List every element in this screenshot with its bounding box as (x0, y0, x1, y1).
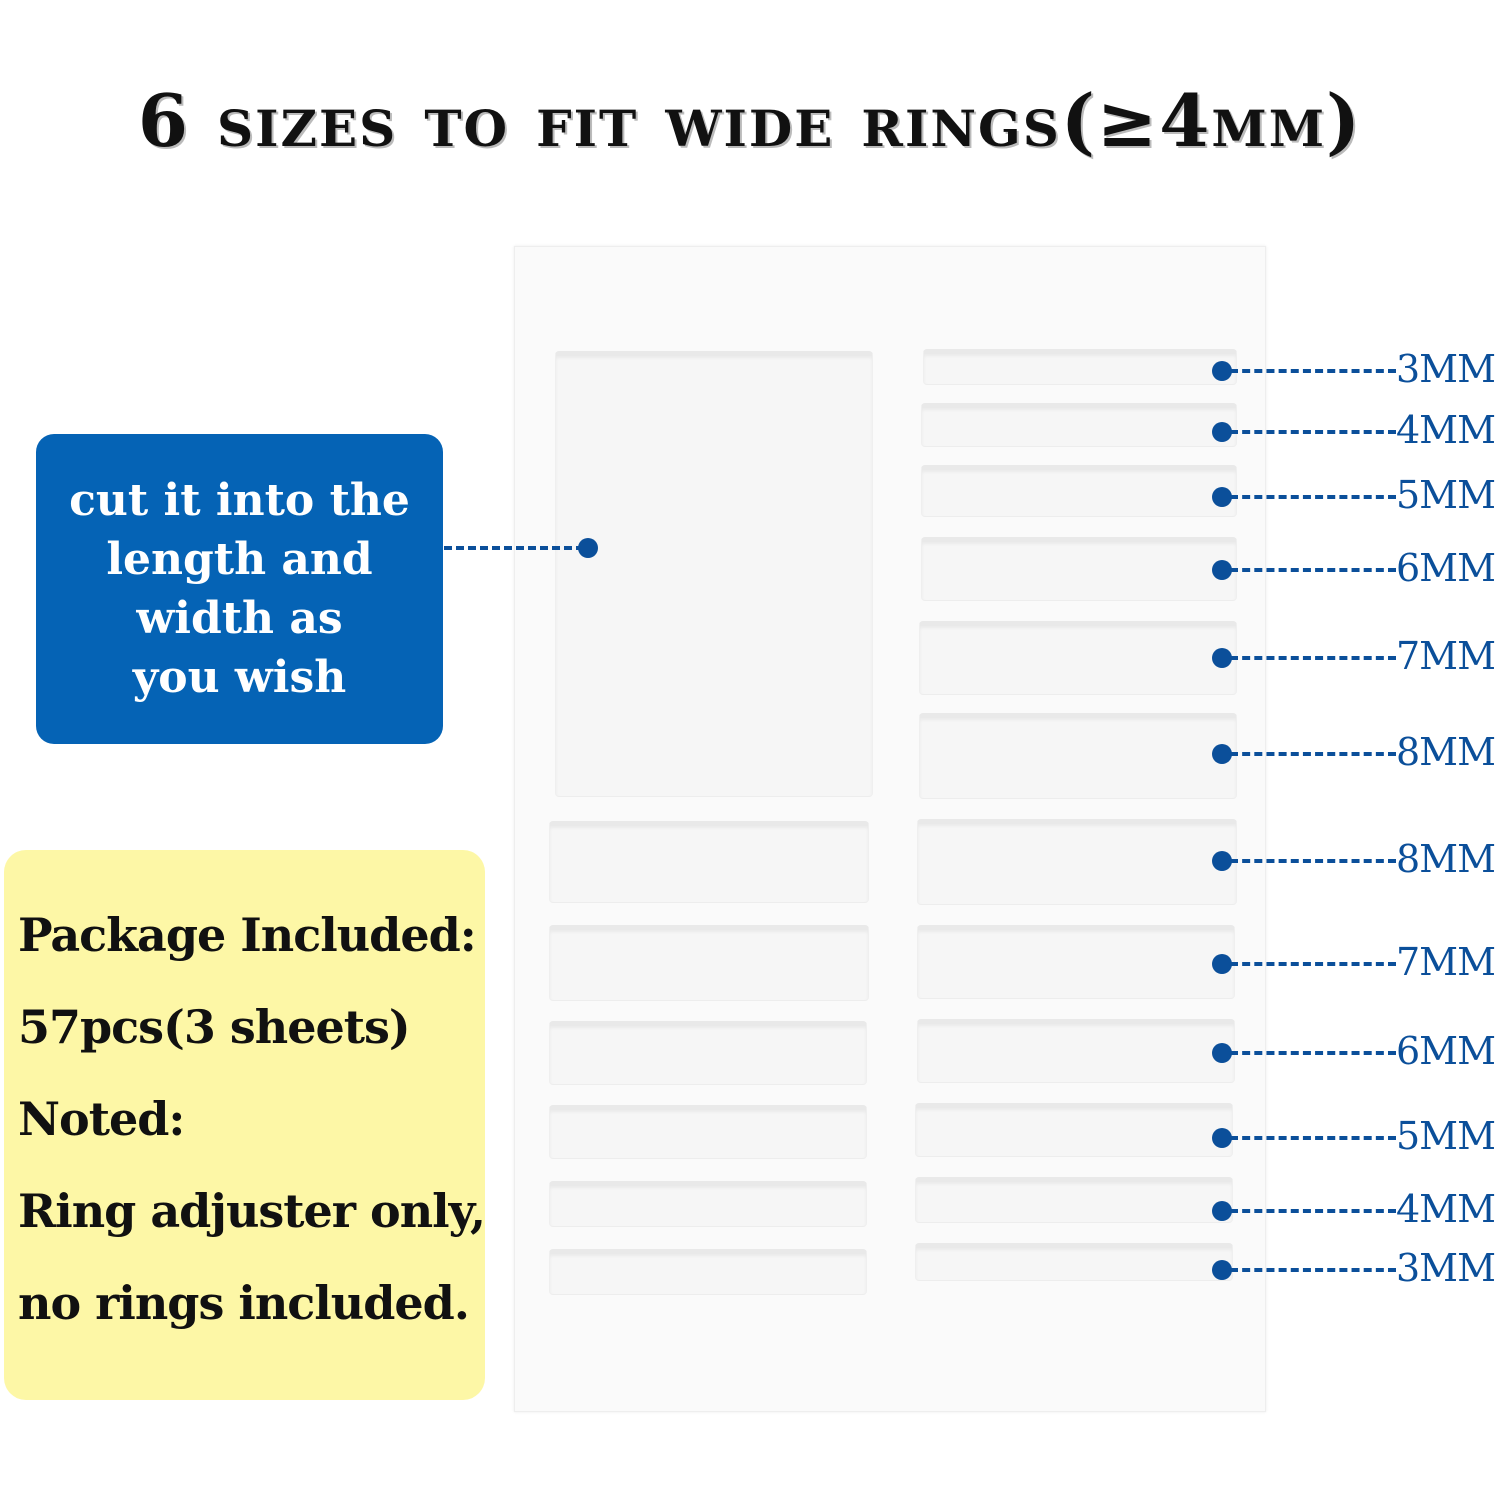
marker-dot (1212, 361, 1232, 381)
callout-line: cut it into the (69, 475, 410, 526)
size-marker: 3MM (1212, 1246, 1500, 1290)
size-label: 4MM (1396, 408, 1496, 452)
size-marker: 3MM (1212, 347, 1500, 391)
marker-dash (1230, 495, 1396, 499)
right-strip-4mm (921, 403, 1237, 447)
large-piece (555, 351, 873, 797)
right-strip-8mm (917, 819, 1237, 905)
marker-dot (1212, 954, 1232, 974)
right-strip-5mm (921, 465, 1237, 517)
size-marker: 8MM (1212, 837, 1500, 881)
marker-dash (1230, 962, 1396, 966)
package-info-line: no rings included. (18, 1276, 470, 1330)
size-marker: 4MM (1212, 1187, 1500, 1231)
size-marker: 7MM (1212, 940, 1500, 984)
marker-dash (1230, 1136, 1396, 1140)
package-info-box: Package Included: 57pcs(3 sheets) Noted:… (4, 850, 486, 1400)
marker-dot (1212, 1260, 1232, 1280)
marker-dot (1212, 1043, 1232, 1063)
callout-line: length and (106, 534, 373, 585)
marker-dot (1212, 422, 1232, 442)
right-strip-6mm (917, 1019, 1235, 1083)
left-strip (549, 1105, 867, 1159)
marker-dash (1230, 656, 1396, 660)
callout-pointer-dot (578, 538, 598, 558)
size-label: 3MM (1396, 347, 1496, 391)
callout-pointer-line (444, 546, 584, 550)
size-marker: 6MM (1212, 546, 1500, 590)
marker-dash (1230, 1051, 1396, 1055)
marker-dot (1212, 1128, 1232, 1148)
size-label: 6MM (1396, 546, 1496, 590)
right-strip-4mm (915, 1177, 1233, 1223)
marker-dot (1212, 851, 1232, 871)
left-strip (549, 821, 869, 903)
size-marker: 7MM (1212, 634, 1500, 678)
right-strip-6mm (921, 537, 1237, 601)
left-strip (549, 925, 869, 1001)
page-title: 6 sizes to fit wide rings(≥4mm) (137, 78, 1363, 163)
right-strip-8mm (919, 713, 1237, 799)
left-strip (549, 1249, 867, 1295)
marker-dash (1230, 568, 1396, 572)
package-info-line: Ring adjuster only, (18, 1184, 486, 1238)
right-strip-5mm (915, 1103, 1233, 1157)
right-strip-3mm (915, 1243, 1233, 1281)
left-strip (549, 1181, 867, 1227)
adhesive-sheet (514, 246, 1266, 1412)
package-info-line: Noted: (18, 1092, 185, 1146)
marker-dot (1212, 487, 1232, 507)
callout-line: width as (136, 593, 343, 644)
package-info-line: 57pcs(3 sheets) (18, 1000, 411, 1054)
marker-dash (1230, 430, 1396, 434)
size-marker: 8MM (1212, 730, 1500, 774)
marker-dash (1230, 752, 1396, 756)
size-label: 3MM (1396, 1246, 1496, 1290)
size-label: 8MM (1396, 837, 1496, 881)
size-marker: 6MM (1212, 1029, 1500, 1073)
marker-dot (1212, 648, 1232, 668)
size-label: 6MM (1396, 1029, 1496, 1073)
size-label: 8MM (1396, 730, 1496, 774)
right-strip-7mm (917, 925, 1235, 999)
marker-dash (1230, 369, 1396, 373)
cut-instruction-callout: cut it into the length and width as you … (36, 434, 443, 744)
package-info-line: Package Included: (18, 908, 477, 962)
size-label: 5MM (1396, 473, 1496, 517)
marker-dot (1212, 560, 1232, 580)
marker-dash (1230, 1209, 1396, 1213)
size-label: 4MM (1396, 1187, 1496, 1231)
size-label: 7MM (1396, 634, 1496, 678)
size-label: 5MM (1396, 1114, 1496, 1158)
right-strip-3mm (923, 349, 1237, 385)
marker-dash (1230, 1268, 1396, 1272)
marker-dot (1212, 744, 1232, 764)
size-marker: 4MM (1212, 408, 1500, 452)
callout-line: you wish (132, 652, 347, 703)
size-label: 7MM (1396, 940, 1496, 984)
right-strip-7mm (919, 621, 1237, 695)
marker-dash (1230, 859, 1396, 863)
left-strip (549, 1021, 867, 1085)
size-marker: 5MM (1212, 473, 1500, 517)
size-marker: 5MM (1212, 1114, 1500, 1158)
marker-dot (1212, 1201, 1232, 1221)
